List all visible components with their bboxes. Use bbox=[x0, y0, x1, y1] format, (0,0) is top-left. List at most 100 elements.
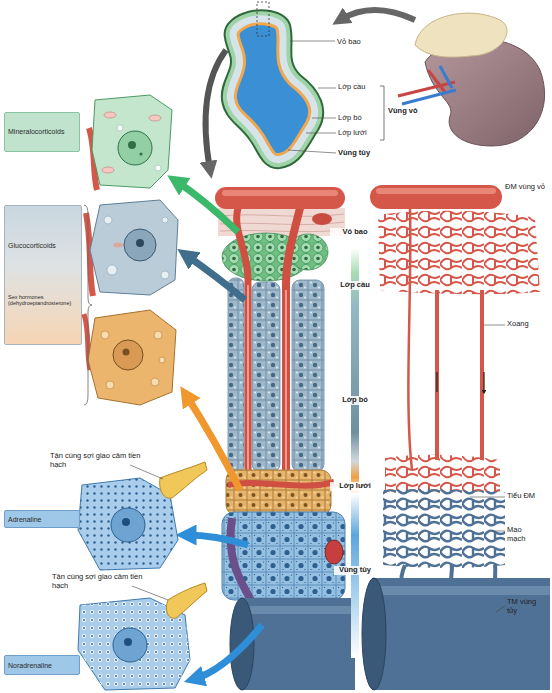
part-label: Lớp lưới bbox=[338, 129, 382, 138]
gland-section bbox=[288, 41, 336, 153]
gland-section bbox=[222, 10, 323, 168]
cortex-column bbox=[226, 470, 331, 515]
glomerulosa-cell bbox=[118, 131, 152, 165]
cortex-column bbox=[286, 208, 300, 478]
cortex-column bbox=[325, 540, 343, 564]
hormone-name: Adrenaline bbox=[8, 516, 76, 524]
fasciculata-cell bbox=[107, 265, 117, 275]
cortex-column bbox=[231, 518, 252, 602]
vascular-panel bbox=[370, 185, 502, 209]
vascular-panel bbox=[362, 578, 386, 690]
zoom-arrow bbox=[206, 10, 415, 170]
glomerulosa-cell bbox=[128, 141, 136, 149]
cortex-column bbox=[252, 282, 280, 472]
noradrenaline-cell bbox=[78, 583, 207, 690]
gland-section bbox=[222, 10, 323, 168]
hormone-box: Noradrenaline bbox=[4, 655, 80, 675]
reticularis-cell bbox=[113, 340, 143, 370]
glomerulosa-cell bbox=[104, 112, 116, 118]
vascular-panel bbox=[376, 586, 550, 595]
gland-section bbox=[222, 2, 384, 168]
fasciculata-cell bbox=[90, 200, 178, 295]
hormone-box: GlucocorticoidsSex hormones (dehydroepia… bbox=[4, 205, 82, 345]
hormone-name: Mineralocorticoids bbox=[8, 128, 76, 136]
fasciculata-cell bbox=[136, 239, 144, 247]
part-label: Lớp cầu bbox=[338, 83, 382, 92]
fasciculata-cell bbox=[161, 271, 169, 279]
noradrenaline-cell bbox=[124, 638, 132, 646]
noradrenaline-cell bbox=[166, 583, 207, 618]
part-label: Tiểu ĐM bbox=[507, 492, 547, 501]
reticularis-cell bbox=[101, 331, 109, 339]
hormone-name: Sex hormones (dehydroepiandrosterone) bbox=[8, 294, 78, 307]
glomerulosa-cell bbox=[149, 115, 161, 121]
cortex-column bbox=[222, 190, 338, 196]
kidney-drawing bbox=[398, 13, 545, 146]
fasciculata-cell bbox=[86, 200, 178, 296]
part-label: Lớp cầu bbox=[330, 281, 380, 290]
vascular-panel bbox=[372, 578, 550, 690]
hormone-name: Glucocorticoids bbox=[8, 242, 78, 250]
gland-section bbox=[222, 10, 323, 168]
release-arrow bbox=[186, 255, 245, 300]
part-label: Lớp bó bbox=[338, 114, 382, 123]
gland-section bbox=[257, 2, 269, 36]
cortex-column bbox=[292, 280, 324, 472]
fasciculata-cell bbox=[113, 243, 123, 248]
vascular-panel bbox=[385, 455, 500, 495]
cortex-column bbox=[228, 278, 244, 473]
cortex-column bbox=[228, 482, 334, 486]
vascular-panel bbox=[383, 489, 505, 568]
part-label: Tận cùng sợi giao cảm tiền hạch bbox=[52, 573, 152, 590]
release-arrow bbox=[186, 535, 248, 545]
kidney-drawing bbox=[415, 13, 507, 57]
cortex-column bbox=[240, 598, 355, 690]
cortex-column bbox=[237, 208, 248, 478]
part-label: Vỏ bao bbox=[337, 38, 381, 47]
adrenaline-cell bbox=[78, 462, 207, 570]
hormone-box: Mineralocorticoids bbox=[4, 112, 80, 152]
fasciculata-cell bbox=[162, 217, 168, 223]
part-label: Mao mạch bbox=[507, 526, 537, 543]
gland-section bbox=[380, 86, 384, 140]
release-arrow bbox=[176, 181, 238, 232]
zoom-arrow bbox=[340, 10, 415, 20]
part-label: Tận cùng sợi giao cảm tiền hạch bbox=[50, 452, 150, 469]
gland-section bbox=[222, 10, 323, 168]
gland-section bbox=[222, 10, 323, 168]
cortex-column bbox=[248, 285, 286, 475]
adrenaline-cell bbox=[111, 508, 145, 542]
group-bracket bbox=[84, 205, 92, 405]
reticularis-cell bbox=[84, 310, 176, 405]
fasciculata-cell bbox=[124, 229, 156, 261]
adrenaline-cell bbox=[160, 462, 207, 498]
glomerulosa-cell bbox=[89, 95, 172, 190]
cortex-column bbox=[312, 213, 332, 225]
part-label: TM vùng tủy bbox=[507, 598, 547, 615]
glomerulosa-cell bbox=[92, 95, 172, 188]
vascular-panel bbox=[437, 372, 484, 392]
vascular-panel bbox=[378, 211, 540, 294]
adrenaline-cell bbox=[122, 518, 130, 526]
vascular-panel bbox=[470, 325, 505, 612]
part-label: ĐM vùng vỏ bbox=[505, 183, 547, 192]
glomerulosa-cell bbox=[140, 153, 143, 156]
part-label: Vùng vỏ bbox=[388, 107, 432, 116]
hormone-box: Adrenaline bbox=[4, 510, 80, 528]
part-label: Lớp bó bbox=[330, 396, 380, 405]
hormone-name: Noradrenaline bbox=[8, 662, 76, 670]
cortex-column bbox=[244, 606, 355, 614]
glomerulosa-cell bbox=[102, 167, 114, 173]
release-arrow bbox=[194, 625, 262, 679]
vascular-panel bbox=[362, 185, 550, 690]
zone-bar bbox=[351, 248, 359, 658]
part-label: Vùng tủy bbox=[334, 566, 376, 575]
glomerulosa-cell bbox=[155, 165, 161, 171]
fasciculata-cell bbox=[104, 216, 112, 224]
part-label: Vỏ bao bbox=[330, 228, 380, 237]
part-label: Vùng tủy bbox=[338, 149, 382, 158]
noradrenaline-cell bbox=[132, 586, 168, 600]
reticularis-cell bbox=[123, 349, 130, 356]
